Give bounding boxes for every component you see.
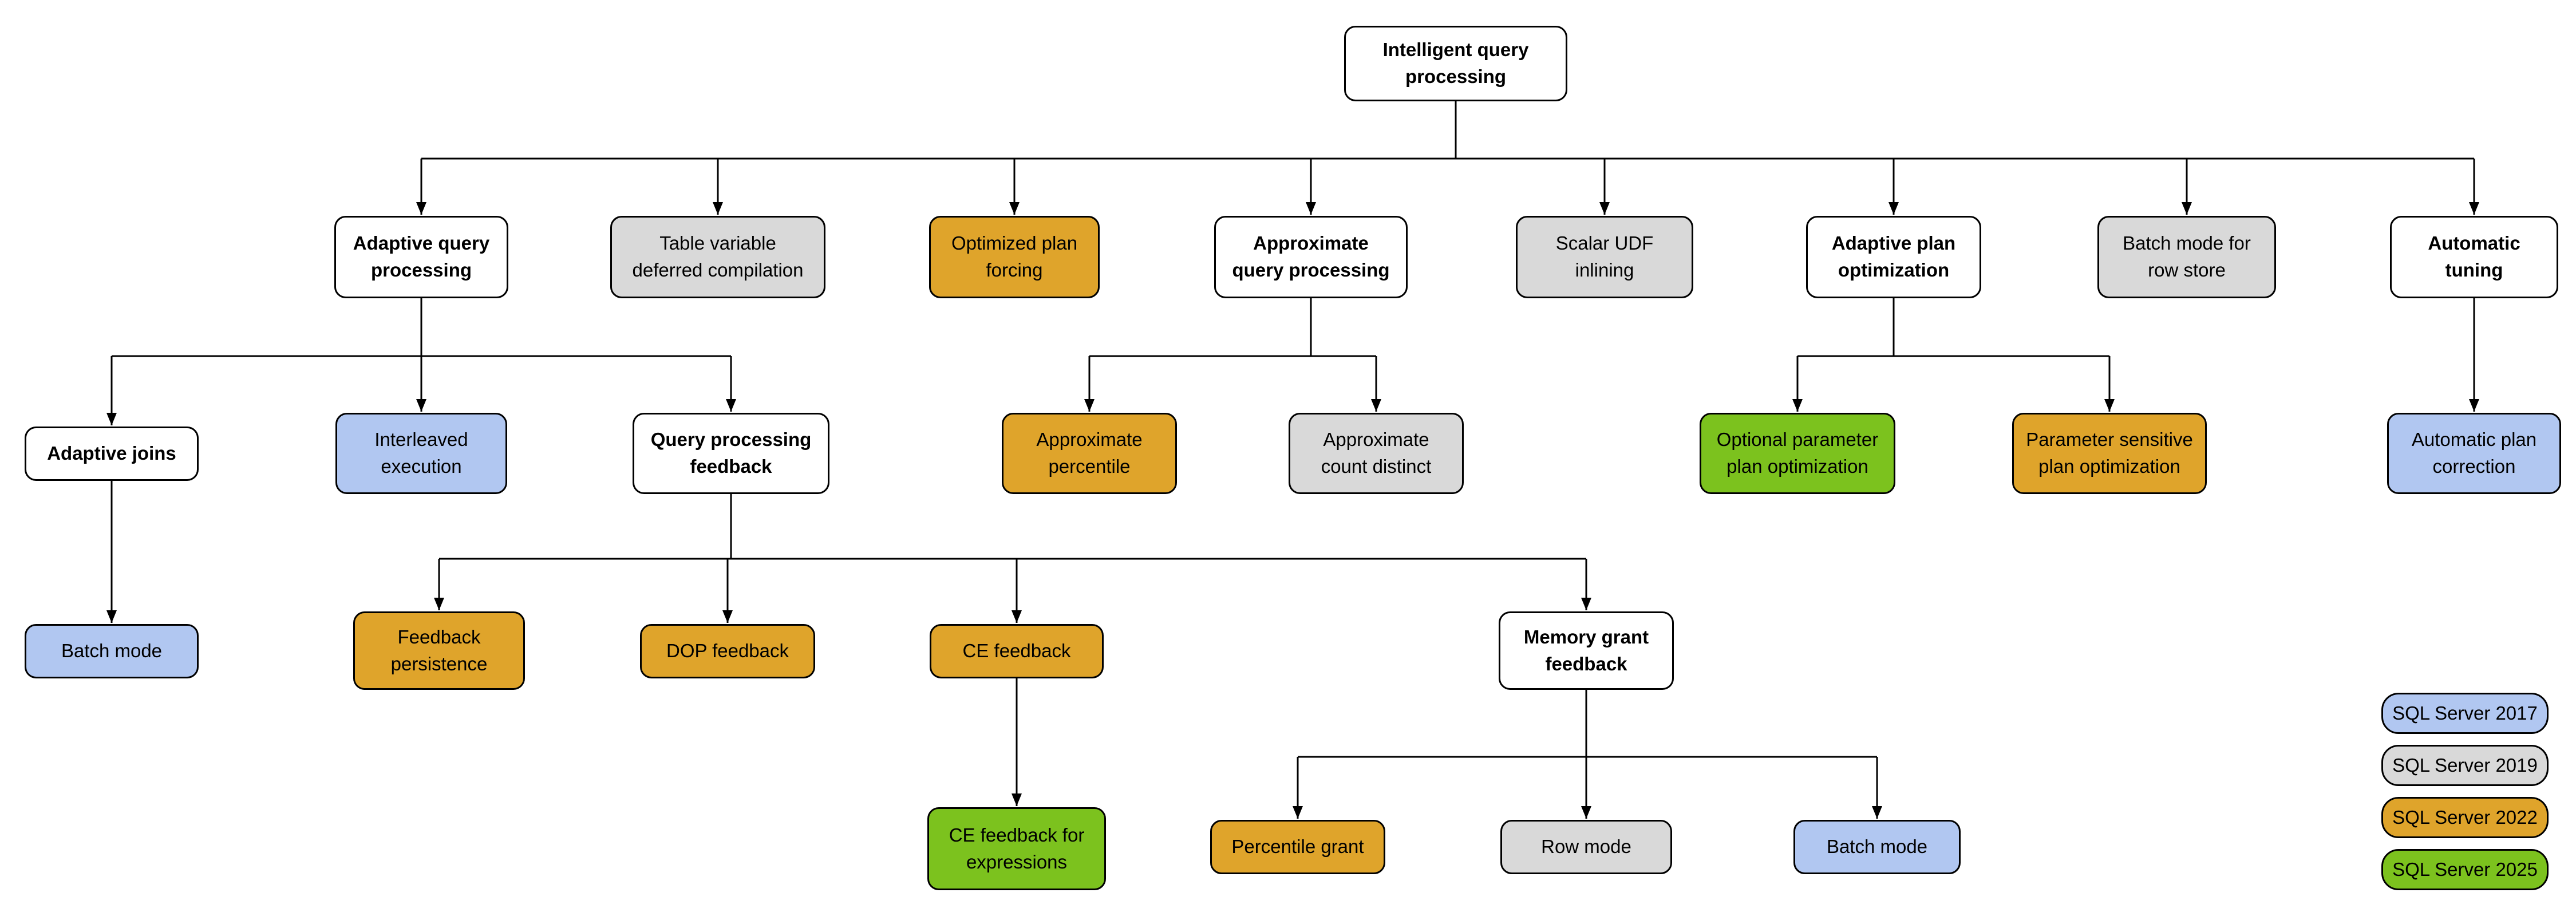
- node-feedback-persistence: Feedback persistence: [353, 611, 525, 690]
- node-memory-grant-feedback: Memory grant feedback: [1499, 611, 1674, 690]
- node-batch-mode-memory-grant: Batch mode: [1793, 820, 1961, 874]
- node-table-variable-deferred-compilation: Table variable deferred compilation: [610, 216, 825, 298]
- legend-item-sql-server-2017: SQL Server 2017: [2381, 693, 2549, 734]
- node-batch-mode-adaptive-joins: Batch mode: [25, 624, 199, 678]
- legend-item-sql-server-2025: SQL Server 2025: [2381, 849, 2549, 890]
- node-intelligent-query-processing: Intelligent query processing: [1344, 26, 1567, 101]
- node-dop-feedback: DOP feedback: [640, 624, 815, 678]
- node-ce-feedback-for-expressions: CE feedback for expressions: [927, 807, 1106, 890]
- node-parameter-sensitive-plan-optimization: Parameter sensitive plan optimization: [2012, 413, 2207, 494]
- node-optimized-plan-forcing: Optimized plan forcing: [929, 216, 1100, 298]
- node-adaptive-plan-optimization: Adaptive plan optimization: [1806, 216, 1981, 298]
- node-percentile-grant: Percentile grant: [1210, 820, 1385, 874]
- node-batch-mode-for-row-store: Batch mode for row store: [2097, 216, 2276, 298]
- node-approximate-count-distinct: Approximate count distinct: [1289, 413, 1464, 494]
- node-automatic-tuning: Automatic tuning: [2390, 216, 2558, 298]
- node-approximate-query-processing: Approximate query processing: [1214, 216, 1408, 298]
- node-optional-parameter-plan-optimization: Optional parameter plan optimization: [1700, 413, 1895, 494]
- node-adaptive-query-processing: Adaptive query processing: [334, 216, 508, 298]
- legend-item-sql-server-2019: SQL Server 2019: [2381, 745, 2549, 786]
- node-scalar-udf-inlining: Scalar UDF inlining: [1516, 216, 1693, 298]
- node-interleaved-execution: Interleaved execution: [335, 413, 507, 494]
- node-automatic-plan-correction: Automatic plan correction: [2387, 413, 2561, 494]
- node-query-processing-feedback: Query processing feedback: [633, 413, 829, 494]
- node-adaptive-joins: Adaptive joins: [25, 427, 199, 481]
- node-approximate-percentile: Approximate percentile: [1002, 413, 1177, 494]
- legend-item-sql-server-2022: SQL Server 2022: [2381, 797, 2549, 838]
- node-ce-feedback: CE feedback: [930, 624, 1104, 678]
- node-row-mode: Row mode: [1500, 820, 1672, 874]
